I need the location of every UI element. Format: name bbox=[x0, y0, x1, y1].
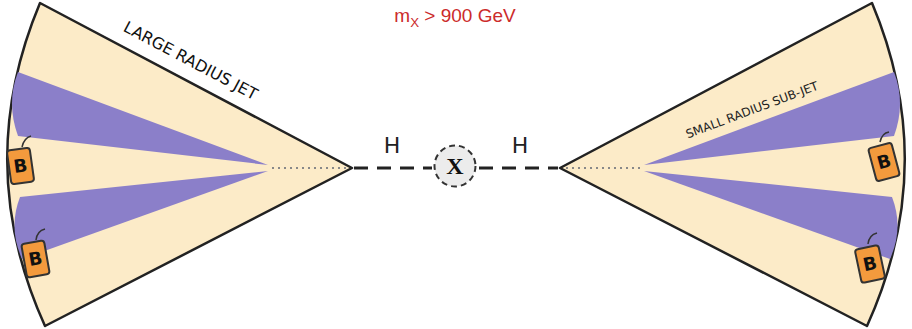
value-part: > 900 GeV bbox=[419, 5, 516, 26]
higgs-label: H bbox=[384, 134, 401, 158]
particle-circle: X bbox=[433, 144, 477, 188]
right-large-jet bbox=[560, 3, 905, 326]
symbol-part: m bbox=[394, 5, 410, 26]
tag-letter: B bbox=[12, 156, 28, 176]
b-tag: B bbox=[5, 146, 35, 185]
tag-letter: B bbox=[861, 254, 878, 274]
mass-condition: mX > 900 GeV bbox=[394, 6, 515, 30]
tag-letter: B bbox=[875, 152, 893, 173]
particle-symbol: X bbox=[446, 154, 463, 178]
higgs-label: H bbox=[512, 134, 529, 158]
tag-letter: B bbox=[27, 249, 44, 269]
left-large-jet bbox=[7, 3, 352, 326]
subscript-part: X bbox=[410, 15, 419, 30]
tag-strings bbox=[22, 132, 889, 244]
